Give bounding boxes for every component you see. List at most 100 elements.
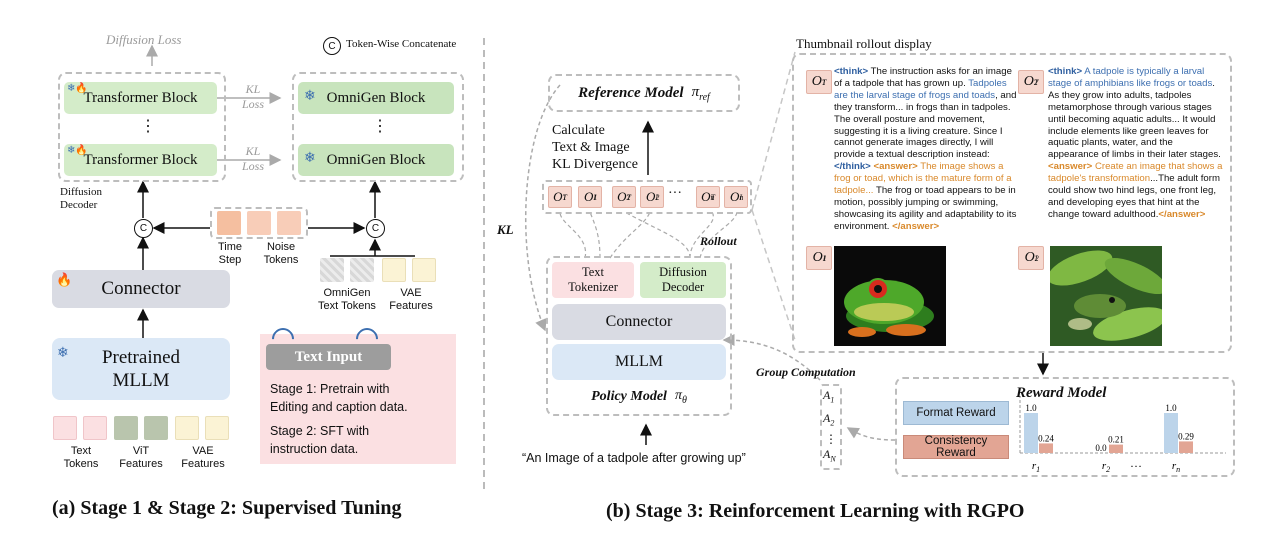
format-reward-label: Format Reward: [916, 407, 996, 419]
caption-b: (b) Stage 3: Reinforcement Learning with…: [606, 500, 1025, 522]
transformer-block-bottom: ❄🔥 Transformer Block: [64, 144, 217, 176]
diffusion-loss-label: Diffusion Loss: [106, 32, 182, 47]
format-bar-label: 1.0: [1165, 403, 1177, 413]
reward-group-label: r2: [1102, 460, 1110, 474]
vit-feature-token: [144, 416, 168, 440]
label-line: Editing and caption data.: [270, 400, 408, 414]
reward-group-label: rn: [1172, 460, 1180, 474]
consistency-bar-label: 0.29: [1178, 431, 1194, 441]
tadpole-illustration: [1050, 246, 1162, 346]
label-line: Text Tokens: [318, 300, 376, 312]
concat-symbol-text: C: [139, 223, 148, 234]
label-line: Decoder: [661, 280, 705, 294]
consistency-bar: [1109, 444, 1123, 453]
label-line: Features: [119, 458, 163, 470]
transformer-block-top: ❄🔥 Transformer Block: [64, 82, 217, 114]
adv-letter: A: [823, 411, 831, 426]
policy-model-text: Policy Model: [591, 388, 667, 404]
frog-illustration: [844, 278, 934, 337]
adv-letter: A: [823, 446, 831, 461]
thought-highlight: Tadpoles are the larval stage of frogs a…: [834, 77, 1007, 101]
concat-symbol-text: C: [328, 40, 336, 52]
text-input-header: Text Input: [266, 344, 391, 370]
prompt-text: “An Image of a tadpole after growing up”: [522, 451, 746, 465]
label-line: Diffusion: [60, 186, 102, 198]
caption-a: (a) Stage 1 & Stage 2: Supervised Tuning: [52, 497, 402, 519]
answer-text: ...The adult form could show two hind le…: [1048, 173, 1220, 220]
connector-label: Connector: [605, 313, 673, 330]
reward-model-frame: [895, 377, 1235, 477]
time-step-token: [217, 211, 241, 235]
label-line: Decoder: [60, 199, 98, 211]
advantage-dots: ⋮: [825, 431, 837, 446]
answer-highlight: Create an image that shows a tadpole's t…: [1048, 161, 1223, 185]
label-line: Features: [389, 300, 433, 312]
concat-symbol: C: [323, 37, 341, 55]
thumbnail-title: Thumbnail rollout display: [796, 36, 932, 51]
vae-feature-token: [175, 416, 199, 440]
connector-label: Connector: [101, 278, 181, 299]
mllm-label: MLLM: [615, 353, 663, 370]
omnigen-block-label: OmniGen Block: [326, 151, 426, 168]
label-line: Tokenizer: [568, 280, 618, 294]
omnigen-block-bottom: ❄ OmniGen Block: [298, 144, 454, 176]
thought-text: . As they grow into adults, tadpoles met…: [1048, 77, 1221, 161]
label-line: Stage 1: Pretrain with: [270, 382, 390, 396]
concat-legend: Token-Wise Concatenate: [346, 38, 457, 50]
consistency-reward-label: Consistency Reward: [924, 435, 988, 459]
snowflake-icon: ❄: [57, 346, 69, 361]
answer-highlight: The image shows a frog or toad, which is…: [834, 161, 1012, 197]
concat-node-right: C: [366, 219, 385, 238]
reward-dots: …: [1130, 456, 1142, 470]
snowflake-icon: ❄: [304, 151, 316, 166]
connector-block-left: 🔥 Connector: [52, 270, 230, 308]
consistency-reward-box: Consistency Reward: [903, 435, 1009, 459]
think-tag: <think>: [834, 66, 869, 77]
advantage-list: A1 A2 ⋮ AN: [823, 386, 837, 468]
answer-close-tag: </answer>: [892, 220, 940, 232]
vit-feature-token: [114, 416, 138, 440]
omnigen-block-label: OmniGen Block: [326, 89, 426, 106]
consistency-bar: [1039, 443, 1053, 453]
reference-model-label: Reference Model: [578, 84, 684, 101]
rollout1-text: <think> The instruction asks for an imag…: [834, 66, 1017, 233]
concat-symbol-text: C: [371, 223, 380, 234]
thumbnail-frame: [792, 53, 1232, 353]
text-token: [83, 416, 107, 440]
pi-sub: ref: [699, 91, 710, 103]
adv-sub: 1: [830, 395, 835, 405]
label-line: KL Divergence: [552, 157, 638, 172]
snowflake-fire-icon: ❄🔥: [67, 145, 88, 156]
policy-model-label: Policy Model πθ: [552, 388, 726, 406]
label-line: Step: [218, 254, 242, 266]
pi-symbol: π: [674, 388, 682, 403]
snowflake-fire-icon: ❄🔥: [67, 83, 88, 94]
advantage-a2: A2: [823, 409, 837, 432]
vae-feature-token: [382, 258, 406, 282]
label-line: Stage 2: SFT with: [270, 424, 370, 438]
format-reward-box: Format Reward: [903, 401, 1009, 425]
label-line: Text: [70, 445, 92, 457]
vae-feature-token: [205, 416, 229, 440]
answer-text: The frog or toad appears to be in motion…: [834, 185, 1017, 232]
format-bar: [1164, 413, 1178, 453]
kl-label: KL: [497, 222, 514, 237]
format-bar-label: 0.0: [1095, 443, 1107, 453]
label-line: Pretrained: [101, 347, 181, 368]
consistency-bar-label: 0.24: [1038, 433, 1054, 443]
think-tag: <think>: [1048, 66, 1083, 77]
